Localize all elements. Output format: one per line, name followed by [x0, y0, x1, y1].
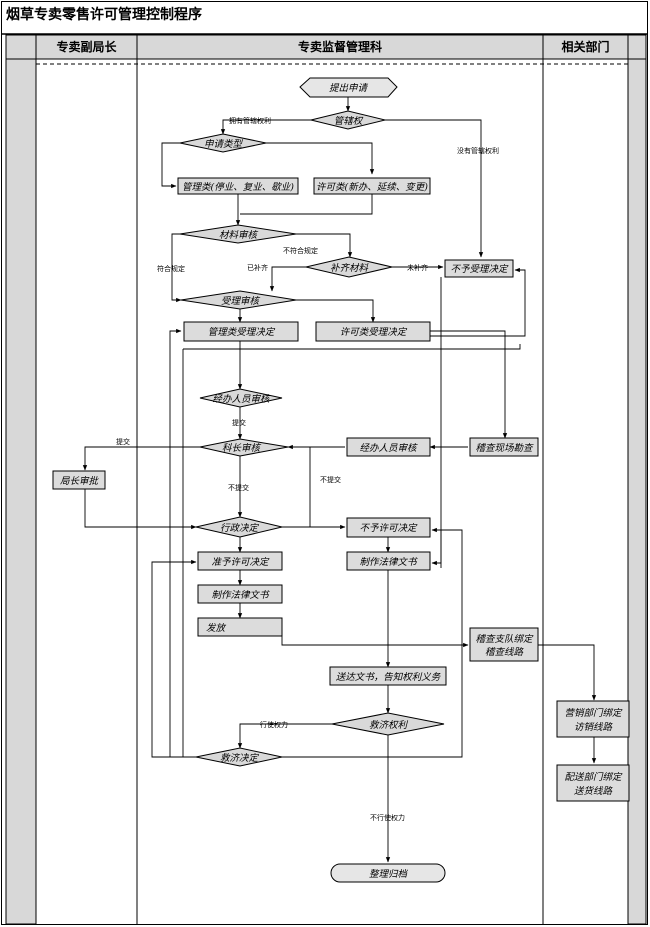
start-label: 提出申请 — [329, 83, 369, 94]
deliver-box — [329, 666, 447, 686]
jurisdiction-decision — [310, 110, 386, 130]
start-node — [299, 77, 398, 98]
mgmt-accept-box — [183, 321, 299, 342]
handler-review2-label: 经办人员审核 — [359, 442, 418, 454]
app-type-decision — [179, 133, 267, 153]
director-label: 局长审批 — [60, 475, 100, 487]
edge-not-submit-2: 不提交 — [320, 475, 341, 484]
edge-compliant: 符合规定 — [157, 264, 185, 273]
admin-decision — [195, 516, 283, 538]
not-permit-box — [346, 517, 431, 538]
edge-submit-1: 提交 — [232, 418, 246, 427]
director-box — [52, 470, 106, 490]
archive-label: 整理归档 — [369, 869, 409, 880]
archive-terminal — [330, 863, 446, 883]
edge-not-compliant: 不符合规定 — [283, 246, 318, 255]
legal-doc2-label: 制作法律文书 — [359, 556, 418, 568]
app-type-label: 申请类型 — [204, 139, 244, 150]
not-accept-label: 不予受理决定 — [450, 263, 509, 275]
grant-permit-box — [197, 551, 283, 571]
permit-accept-box — [315, 321, 431, 342]
sales-bind-box — [556, 700, 630, 738]
issue-label: 发放 — [206, 622, 227, 634]
jurisdiction-label: 管辖权 — [334, 115, 364, 127]
remedy-decision — [195, 747, 283, 767]
delivery-bind-label-1: 配送部门绑定 — [564, 771, 623, 783]
permit-accept-label: 许可类受理决定 — [340, 326, 408, 338]
admin-decision-label: 行政决定 — [220, 522, 260, 534]
edge-submit-2: 提交 — [116, 437, 130, 446]
handler-review2-box — [346, 437, 431, 457]
deliver-label: 送达文书，告知权利义务 — [336, 671, 442, 683]
permit-type-box — [313, 177, 431, 195]
supplement-label: 补齐材料 — [330, 262, 369, 274]
issue-box — [197, 617, 283, 637]
material-review-decision — [179, 224, 297, 244]
supplement-decision — [305, 256, 393, 278]
edge-no-jurisdiction: 没有管辖权利 — [457, 146, 499, 155]
edge-exercise: 行使权力 — [260, 720, 288, 729]
delivery-bind-box — [556, 764, 630, 802]
patrol-bind-label-1: 稽查支队绑定 — [475, 633, 534, 645]
sales-bind-label-2: 访销线路 — [574, 722, 614, 733]
accept-review-label: 受理审核 — [221, 295, 261, 307]
accept-review-decision — [180, 290, 297, 310]
patrol-bind-label-2: 稽查线路 — [485, 647, 525, 658]
edge-has-jurisdiction: 拥有管辖权利 — [229, 116, 271, 125]
sales-bind-label-1: 营销部门绑定 — [564, 707, 623, 719]
left-strip — [5, 58, 37, 925]
grant-permit-label: 准予许可决定 — [211, 556, 270, 568]
section-review-decision — [199, 438, 289, 457]
patrol-bind-box — [469, 627, 539, 662]
permit-type-label: 许可类(新办、延续、变更) — [316, 181, 428, 193]
edge-not-supplemented: 未补齐 — [407, 263, 428, 272]
edge-not-exercise: 不行使权力 — [370, 813, 405, 822]
site-inspect-box — [469, 437, 539, 457]
handler-review1-label: 经办人员审核 — [212, 393, 271, 405]
not-accept-box — [444, 259, 514, 278]
lane-header-related-departments: 相关部门 — [561, 40, 610, 54]
material-review-label: 材料审核 — [219, 229, 259, 241]
delivery-bind-label-2: 送货线路 — [574, 785, 614, 797]
page-title: 烟草专卖零售许可管理控制程序 — [6, 7, 202, 23]
edge-not-submit-1: 不提交 — [228, 483, 249, 492]
legal-doc2-box — [346, 551, 431, 571]
lane-header-supervision-section: 专卖监督管理科 — [297, 40, 382, 54]
legal-doc1-label: 制作法律文书 — [211, 589, 270, 601]
remedy-right-label: 救济权利 — [369, 719, 409, 731]
mgmt-type-label: 管理类(停业、复业、歇业) — [182, 181, 294, 193]
remedy-right-decision — [331, 712, 445, 736]
mgmt-accept-label: 管理类受理决定 — [208, 326, 276, 338]
lane-header-band — [5, 34, 647, 60]
section-review-label: 科长审核 — [222, 442, 262, 454]
lane-header-deputy-director: 专卖副局长 — [56, 40, 117, 54]
mgmt-type-box — [177, 177, 299, 195]
right-strip — [627, 58, 647, 925]
legal-doc1-box — [197, 584, 283, 604]
handler-review1-decision — [199, 388, 283, 408]
remedy-decision-label: 救济决定 — [220, 752, 260, 764]
edge-supplemented: 已补齐 — [247, 263, 268, 272]
not-permit-label: 不予许可决定 — [359, 522, 418, 534]
site-inspect-label: 稽查现场勘查 — [475, 443, 534, 454]
